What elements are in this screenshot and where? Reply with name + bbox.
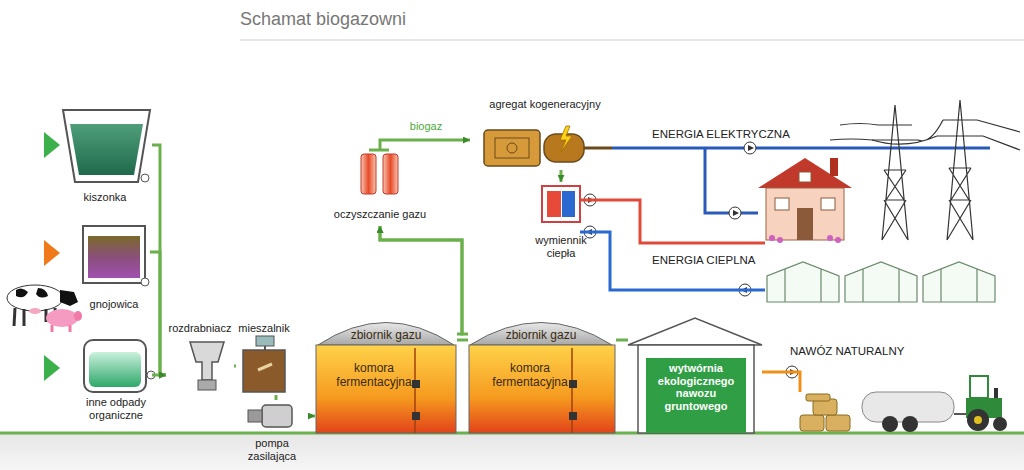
node-text: zbiornik gazu <box>331 329 441 343</box>
pipe-connector <box>150 252 166 375</box>
shredder: rozdrabniacz <box>166 320 234 395</box>
pipe-connector <box>560 170 563 182</box>
node-text: kiszonka <box>58 191 152 204</box>
node-text: pompa zasilająca <box>236 437 308 462</box>
organic-waste-container: inne odpady organiczne <box>80 336 152 430</box>
node-text: komora fermentacyjna <box>335 362 413 390</box>
node-text: gnojowica <box>78 298 150 311</box>
pipe-connector <box>308 415 315 418</box>
silage-container: kiszonka <box>58 105 152 215</box>
node-text: inne odpady organiczne <box>80 396 152 421</box>
heat-exchanger: wymiennik ciepła <box>522 182 600 268</box>
gas-cleaning: oczyszczanie gazu <box>325 150 435 226</box>
edge-label: biogaz <box>408 120 444 132</box>
fermentation-tank: zbiornik gazu komora fermentacyjna <box>468 320 616 433</box>
fermentation-tank: zbiornik gazu komora fermentacyjna <box>315 320 457 433</box>
flow-label: ENERGIA ELEKTRYCZNA <box>652 128 790 140</box>
node-text: komora fermentacyjna <box>490 362 570 390</box>
node-text: zbiornik gazu <box>486 329 596 343</box>
diagram-title: Schamat biogazowni <box>240 9 406 30</box>
pipe-connector <box>380 226 468 334</box>
pipe-connector <box>457 339 468 342</box>
node-text: rozdrabniacz <box>166 322 234 335</box>
feed-pump: pompa zasilająca <box>236 400 308 466</box>
node-text: oczyszczanie gazu <box>325 208 435 221</box>
pipe-connector <box>616 339 628 342</box>
pipe-connector <box>380 226 462 334</box>
flow-label: ENERGIA CIEPLNA <box>652 254 756 266</box>
node-text: wytwórnia ekologicznego nawozu gruntoweg… <box>648 362 744 413</box>
pipe-connector <box>152 374 166 377</box>
pipe-connector <box>275 395 278 400</box>
node-text: mieszalnik <box>236 322 292 335</box>
chp-unit: agregat kogeneracyjny <box>470 98 620 170</box>
node-text: agregat kogeneracyjny <box>470 98 620 111</box>
pipe-connector <box>380 140 470 150</box>
node-text: wymiennik ciepła <box>522 234 600 259</box>
pipe-connector <box>234 365 236 368</box>
mixer: mieszalnik <box>236 320 292 395</box>
flow-label: NAWÓZ NATURALNY <box>790 345 904 357</box>
slurry-container: gnojowica <box>78 222 150 316</box>
fertilizer-plant: wytwórnia ekologicznego nawozu gruntoweg… <box>628 318 762 433</box>
